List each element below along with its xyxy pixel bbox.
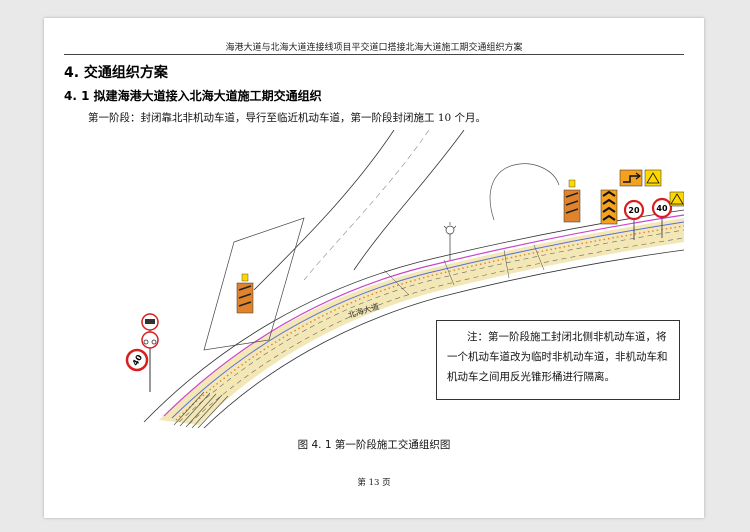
speed-limit-sign-icon <box>125 348 149 372</box>
stage-one-paragraph: 第一阶段：封闭靠北非机动车道，导行至临近机动车道，第一阶段封闭施工 10 个月。 <box>88 112 487 124</box>
branch-road-edge <box>353 129 465 271</box>
subsection-heading: 4. 1 拟建海港大道接入北海大道施工期交通组织 <box>64 89 322 103</box>
note-prefix: 注： <box>467 331 488 343</box>
no-bicycle-sign-icon <box>141 331 159 349</box>
speed-limit-20-sign-icon: 20 <box>623 199 645 240</box>
left-sign-post: 40 <box>125 313 159 392</box>
document-page: 海港大道与北海大道连接线项目平交道口搭接北海大道施工期交通组织方案 4. 交通组… <box>44 18 704 518</box>
speed-limit-value: 20 <box>628 206 640 215</box>
lane-marking <box>178 229 685 423</box>
traffic-organization-figure: 北海大道 40 <box>64 129 685 430</box>
header-rule <box>64 54 684 55</box>
traffic-diagram: 北海大道 40 <box>125 129 685 429</box>
branch-road-centerline <box>303 129 430 281</box>
temporary-lane-line <box>171 221 685 419</box>
page-number: 第 13 页 <box>357 478 391 488</box>
road-edge-bottom <box>203 249 685 429</box>
note-text: 第一阶段施工封闭北侧非机动车道，将一个机动车道改为临时非机动车道，非机动车和机动… <box>447 331 668 383</box>
warning-light-icon <box>443 222 457 260</box>
left-barrier-icon <box>236 273 254 314</box>
speed-limit-40-sign-icon: 40 <box>651 197 673 238</box>
road-edge-top <box>143 209 685 423</box>
chevron-board-icon <box>600 189 618 225</box>
side-path <box>489 163 560 221</box>
construction-warning-sign-icon <box>644 169 662 187</box>
mid-barrier-icon <box>563 179 581 223</box>
figure-caption: 图 4. 1 第一阶段施工交通组织图 <box>297 439 451 451</box>
construction-boundary <box>203 217 305 351</box>
closed-bike-lane-line <box>163 214 685 417</box>
lane-marking <box>188 237 685 425</box>
callout-leaders <box>383 244 545 296</box>
section-heading: 4. 交通组织方案 <box>64 65 168 81</box>
running-header: 海港大道与北海大道连接线项目平交道口搭接北海大道施工期交通组织方案 <box>225 43 523 53</box>
speed-limit-value: 40 <box>656 204 668 213</box>
branch-road-edge <box>253 129 395 291</box>
detour-arrow-sign-icon <box>619 169 643 187</box>
entrance-hatching <box>173 391 229 429</box>
far-warning-sign-icon <box>669 191 685 207</box>
figure-note-box: 注：第一阶段施工封闭北侧非机动车道，将一个机动车道改为临时非机动车道，非机动车和… <box>436 320 680 400</box>
